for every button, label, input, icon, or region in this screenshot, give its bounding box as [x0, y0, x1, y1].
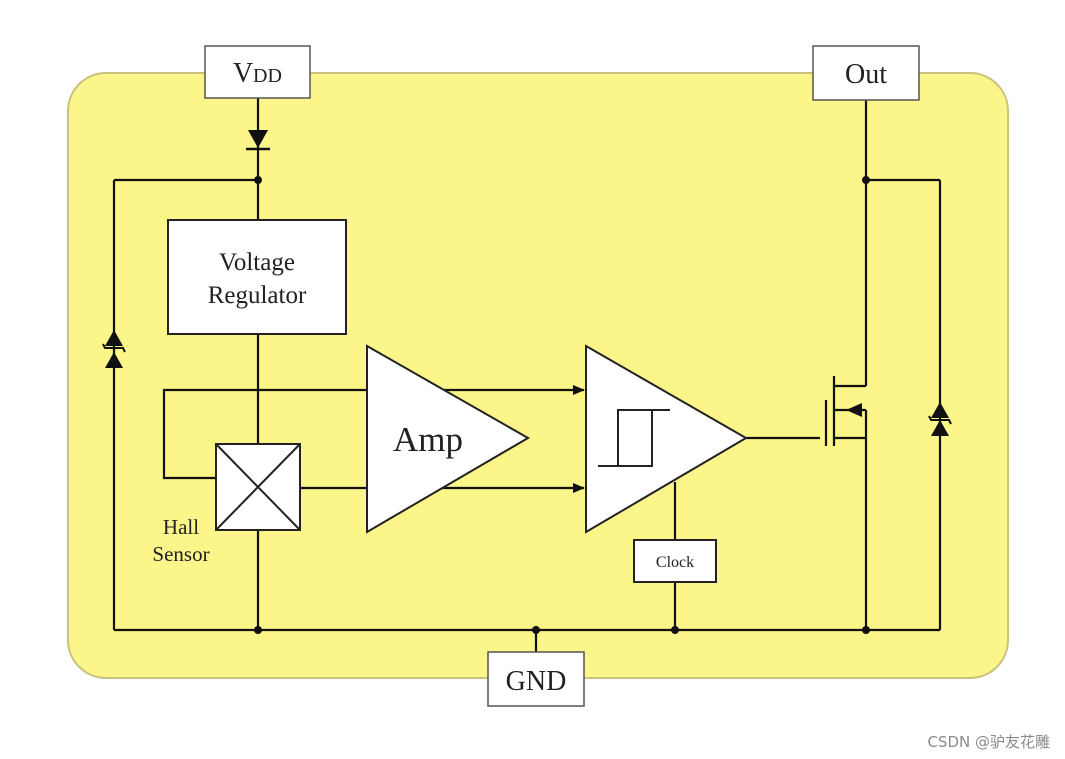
wires — [112, 98, 942, 652]
right-zener-diode — [928, 402, 952, 436]
hall-sensor-element — [215, 443, 301, 531]
out-pin: Out — [812, 45, 920, 101]
hall-sensor-label-line1: Hall — [163, 515, 199, 539]
hall-sensor-label-line2: Sensor — [152, 542, 209, 566]
vdd-diode — [246, 130, 270, 151]
clock-block: Clock — [633, 539, 717, 583]
gnd-pin-label: GND — [506, 666, 567, 697]
left-zener-diode — [102, 330, 126, 368]
gnd-pin: GND — [487, 651, 585, 707]
amplifier-block: Amp — [366, 344, 530, 534]
clock-label: Clock — [656, 554, 694, 571]
vdd-pin: V DD — [204, 45, 311, 99]
junctions — [254, 176, 870, 634]
vdd-pin-subscript: DD — [253, 65, 282, 87]
csdn-watermark: CSDN @驴友花雕 — [927, 733, 1050, 751]
vdd-pin-label: V — [233, 58, 253, 89]
out-pin-label: Out — [845, 59, 887, 90]
regulator-label-line2: Regulator — [208, 282, 307, 309]
voltage-regulator-block: Voltage Regulator — [167, 219, 347, 335]
mosfet-body-arrow — [846, 403, 862, 417]
amp-label: Amp — [393, 420, 463, 459]
hysteresis-icon — [598, 410, 653, 467]
regulator-label-line1: Voltage — [219, 249, 295, 276]
schmitt-trigger-comparator — [585, 344, 748, 534]
